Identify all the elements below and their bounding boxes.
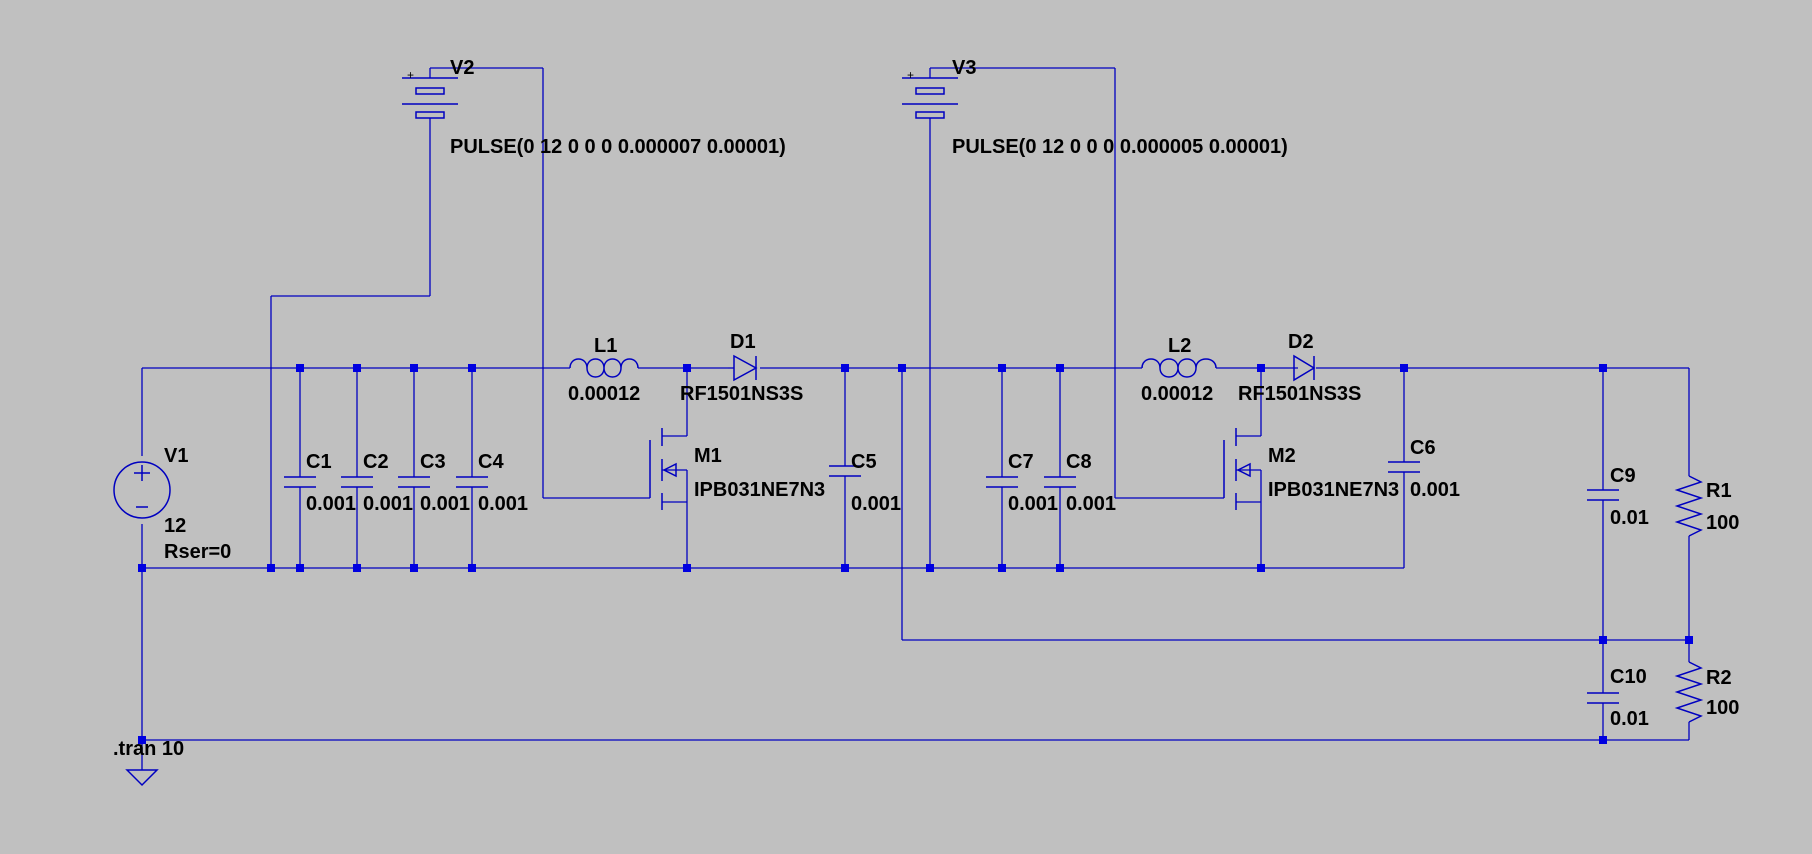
c10-name: C10 (1610, 666, 1647, 688)
l2-name: L2 (1168, 335, 1191, 357)
m1-name: M1 (694, 445, 722, 467)
c3-capacitor-icon[interactable] (398, 476, 430, 488)
tran-directive[interactable]: .tran 10 (113, 738, 184, 760)
c6-capacitor-icon[interactable] (1388, 461, 1420, 473)
c2-value: 0.001 (363, 493, 413, 515)
r1-resistor-icon[interactable] (1674, 475, 1704, 537)
c8-name: C8 (1066, 451, 1092, 473)
c6-value: 0.001 (1410, 479, 1460, 501)
c2-name: C2 (363, 451, 389, 473)
m2-model: IPB031NE7N3 (1268, 479, 1399, 501)
d2-model: RF1501NS3S (1238, 383, 1361, 405)
ground-icon[interactable] (125, 769, 159, 787)
c3-name: C3 (420, 451, 446, 473)
c3-value: 0.001 (420, 493, 470, 515)
l1-name: L1 (594, 335, 617, 357)
c1-capacitor-icon[interactable] (284, 476, 316, 488)
v1-name: V1 (164, 445, 188, 467)
c5-value: 0.001 (851, 493, 901, 515)
r2-resistor-icon[interactable] (1674, 661, 1704, 723)
c9-capacitor-icon[interactable] (1587, 489, 1619, 501)
v2-plus-sign: + (407, 68, 414, 82)
c8-value: 0.001 (1066, 493, 1116, 515)
d1-model: RF1501NS3S (680, 383, 803, 405)
c10-value: 0.01 (1610, 708, 1649, 730)
c7-value: 0.001 (1008, 493, 1058, 515)
m2-mosfet-icon[interactable] (1223, 428, 1251, 510)
v2-value: PULSE(0 12 0 0 0 0.000007 0.00001) (450, 136, 786, 158)
l1-value: 0.00012 (568, 383, 640, 405)
r1-value: 100 (1706, 512, 1739, 534)
c7-name: C7 (1008, 451, 1034, 473)
v1-voltage-source-icon[interactable] (113, 461, 171, 519)
c7-capacitor-icon[interactable] (986, 476, 1018, 488)
v3-battery-icon[interactable]: + (902, 68, 958, 119)
v1-value: 12 (164, 515, 186, 537)
r1-name: R1 (1706, 480, 1732, 502)
v1-param: Rser=0 (164, 541, 231, 563)
l2-value: 0.00012 (1141, 383, 1213, 405)
c9-value: 0.01 (1610, 507, 1649, 529)
c10-capacitor-icon[interactable] (1587, 692, 1619, 704)
v3-plus-sign: + (907, 68, 914, 82)
d2-diode-icon[interactable] (1293, 354, 1316, 382)
l2-inductor-icon[interactable] (1141, 358, 1217, 378)
c5-name: C5 (851, 451, 877, 473)
r2-name: R2 (1706, 667, 1732, 689)
junctions (138, 364, 1693, 744)
v2-battery-icon[interactable]: + (402, 68, 458, 119)
c4-value: 0.001 (478, 493, 528, 515)
m1-model: IPB031NE7N3 (694, 479, 825, 501)
d1-name: D1 (730, 331, 756, 353)
r2-value: 100 (1706, 697, 1739, 719)
v3-name: V3 (952, 57, 976, 79)
c2-capacitor-icon[interactable] (341, 476, 373, 488)
m2-name: M2 (1268, 445, 1296, 467)
c1-value: 0.001 (306, 493, 356, 515)
c6-name: C6 (1410, 437, 1436, 459)
c4-name: C4 (478, 451, 504, 473)
v3-value: PULSE(0 12 0 0 0 0.000005 0.00001) (952, 136, 1288, 158)
c4-capacitor-icon[interactable] (456, 476, 488, 488)
m1-mosfet-icon[interactable] (649, 428, 677, 510)
wires[interactable] (141, 67, 1690, 770)
c8-capacitor-icon[interactable] (1044, 476, 1076, 488)
d2-name: D2 (1288, 331, 1314, 353)
c5-capacitor-icon[interactable] (829, 465, 861, 477)
d1-diode-icon[interactable] (728, 354, 758, 382)
c9-name: C9 (1610, 465, 1636, 487)
l1-inductor-icon[interactable] (569, 358, 639, 378)
v2-name: V2 (450, 57, 474, 79)
c1-name: C1 (306, 451, 332, 473)
